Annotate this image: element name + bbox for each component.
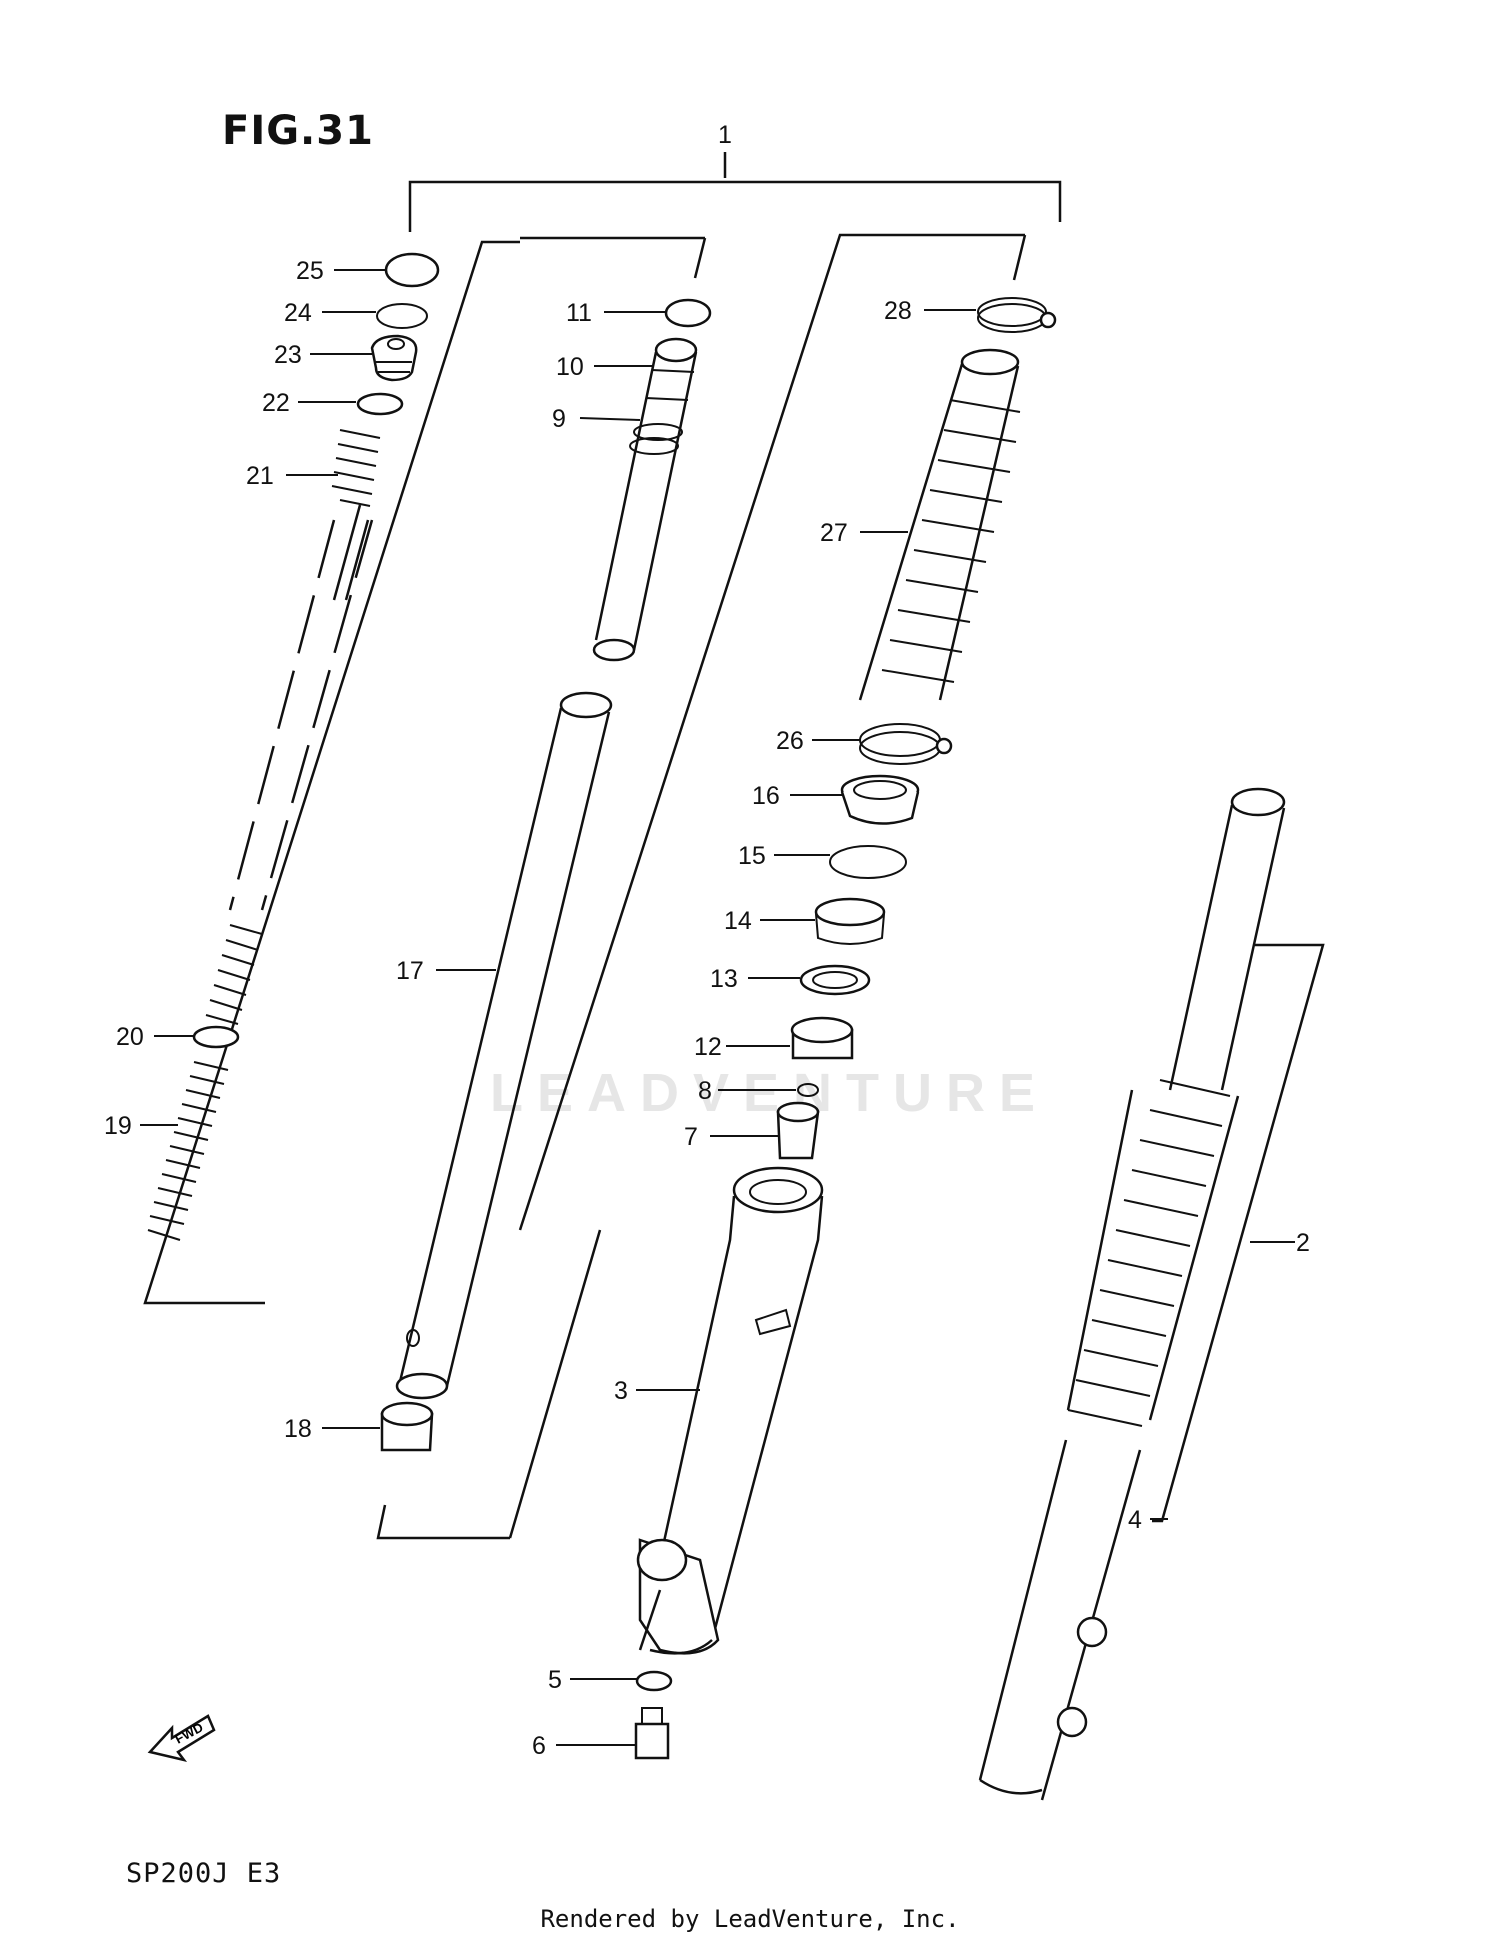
svg-text:17: 17 — [396, 957, 424, 985]
part-19-spring — [147, 1061, 229, 1241]
callout-7: 7 — [684, 1123, 778, 1151]
callout-16: 16 — [752, 782, 842, 810]
fwd-arrow-icon: FWD — [147, 1714, 216, 1763]
part-11-ring — [664, 298, 712, 328]
part-7-oil-lock — [776, 1101, 820, 1160]
callout-19: 19 — [104, 1112, 178, 1140]
part-2-fork-assembly — [1066, 787, 1286, 1427]
callout-5: 5 — [548, 1666, 638, 1694]
svg-text:27: 27 — [820, 519, 848, 547]
callout-18: 18 — [284, 1415, 380, 1443]
callout-4: 4 — [1128, 1506, 1168, 1534]
callout-3: 3 — [614, 1377, 700, 1405]
callout-1: 1 — [718, 121, 732, 149]
svg-text:11: 11 — [566, 299, 592, 327]
svg-text:5: 5 — [548, 1666, 562, 1694]
svg-text:21: 21 — [246, 462, 274, 490]
part-3-outer-tube — [636, 1166, 824, 1655]
middle-frame — [376, 236, 707, 1540]
svg-text:16: 16 — [752, 782, 780, 810]
part-18-bush — [380, 1401, 434, 1452]
callout-9: 9 — [552, 405, 641, 433]
svg-text:6: 6 — [532, 1732, 546, 1760]
svg-text:14: 14 — [724, 907, 752, 935]
part-23-plug — [370, 334, 418, 382]
part-28-clamp — [977, 297, 1057, 333]
svg-text:9: 9 — [552, 405, 566, 433]
part-21-tube — [228, 519, 374, 911]
part-16-oil-seal — [840, 774, 920, 825]
figure-title: FIG.31 — [222, 108, 374, 154]
right-frame — [518, 233, 1027, 1231]
part-25-cap — [384, 252, 440, 288]
svg-text:22: 22 — [262, 389, 290, 417]
part-20-washer — [192, 1025, 240, 1049]
svg-text:10: 10 — [556, 353, 584, 381]
watermark: LEADVENTURE — [490, 1063, 1050, 1123]
svg-text:19: 19 — [104, 1112, 132, 1140]
svg-text:24: 24 — [284, 299, 312, 327]
svg-text:18: 18 — [284, 1415, 312, 1443]
callout-28: 28 — [884, 297, 976, 325]
part-14-seal — [814, 897, 886, 945]
callout-8: 8 — [698, 1077, 796, 1105]
callout-27: 27 — [820, 519, 908, 547]
part-22-washer — [356, 392, 404, 416]
svg-text:23: 23 — [274, 341, 302, 369]
svg-text:8: 8 — [698, 1077, 712, 1105]
part-26-clamp — [859, 723, 953, 765]
callout-22: 22 — [262, 389, 356, 417]
part-15-circlip — [829, 845, 907, 879]
callout-13: 13 — [710, 965, 800, 993]
left-frame — [143, 240, 520, 1305]
svg-text:3: 3 — [614, 1377, 628, 1405]
part-27-boot — [858, 348, 1021, 701]
part-4-outer-tube — [978, 1439, 1142, 1801]
part-10-damper-rod — [592, 337, 698, 662]
part-21-spring-top — [331, 429, 381, 601]
callout-25: 25 — [296, 257, 386, 285]
svg-text:15: 15 — [738, 842, 766, 870]
callout-12: 12 — [694, 1033, 790, 1061]
callout-24: 24 — [284, 299, 376, 327]
svg-text:25: 25 — [296, 257, 324, 285]
callout-11: 11 — [566, 299, 666, 327]
callout-20: 20 — [116, 1023, 194, 1051]
part-5-washer — [635, 1670, 673, 1692]
callout-26: 26 — [776, 727, 860, 755]
callout-2: 2 — [1250, 1229, 1310, 1257]
part-17-inner-tube — [395, 691, 613, 1400]
part-9-piston-ring — [629, 423, 683, 455]
callout-21: 21 — [246, 462, 338, 490]
svg-text:28: 28 — [884, 297, 912, 325]
svg-text:12: 12 — [694, 1033, 722, 1061]
part-13-washer — [799, 964, 871, 996]
part-20-spring — [203, 924, 263, 1039]
callout-14: 14 — [724, 907, 815, 935]
svg-text:20: 20 — [116, 1023, 144, 1051]
svg-text:7: 7 — [684, 1123, 698, 1151]
item2-bracket — [1152, 943, 1325, 1523]
callout-6: 6 — [532, 1732, 636, 1760]
svg-text:2: 2 — [1296, 1229, 1310, 1257]
callout-10: 10 — [556, 353, 654, 381]
part-8-clip — [797, 1083, 819, 1097]
svg-text:1: 1 — [718, 121, 732, 149]
group-bracket — [408, 152, 1062, 232]
svg-text:13: 13 — [710, 965, 738, 993]
callout-15: 15 — [738, 842, 830, 870]
model-code: SP200J E3 — [126, 1858, 282, 1889]
part-6-bolt — [634, 1707, 670, 1760]
part-24-circlip — [376, 303, 428, 329]
render-credit: Rendered by LeadVenture, Inc. — [540, 1905, 960, 1933]
svg-text:26: 26 — [776, 727, 804, 755]
callout-23: 23 — [274, 341, 372, 369]
callout-17: 17 — [396, 957, 496, 985]
svg-text:4: 4 — [1128, 1506, 1142, 1534]
part-12-bush — [790, 1016, 854, 1060]
